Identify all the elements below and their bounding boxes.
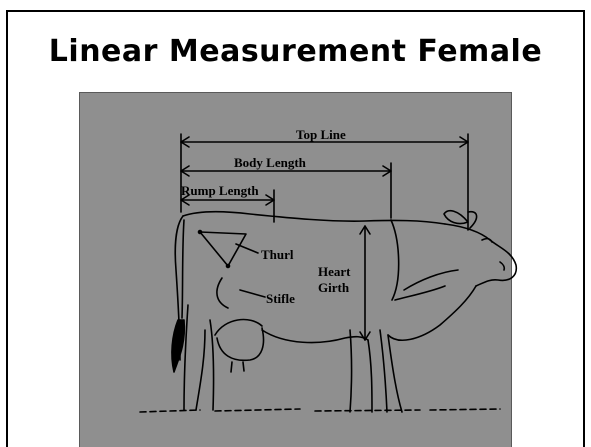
rump-length-label: Rump Length [181, 183, 259, 198]
thurl-triangle [199, 231, 259, 268]
cow-outline [172, 211, 516, 412]
heart-girth-arrow [360, 226, 370, 340]
body-length-label: Body Length [234, 155, 307, 170]
thurl-label: Thurl [261, 247, 294, 262]
ground-line [140, 409, 500, 412]
top-line-arrow [181, 134, 468, 230]
stifle-label: Stifle [266, 291, 295, 306]
girth-label: Girth [318, 280, 350, 295]
stifle-pointer [240, 290, 265, 297]
heart-label: Heart [318, 264, 351, 279]
top-line-label: Top Line [296, 127, 346, 142]
